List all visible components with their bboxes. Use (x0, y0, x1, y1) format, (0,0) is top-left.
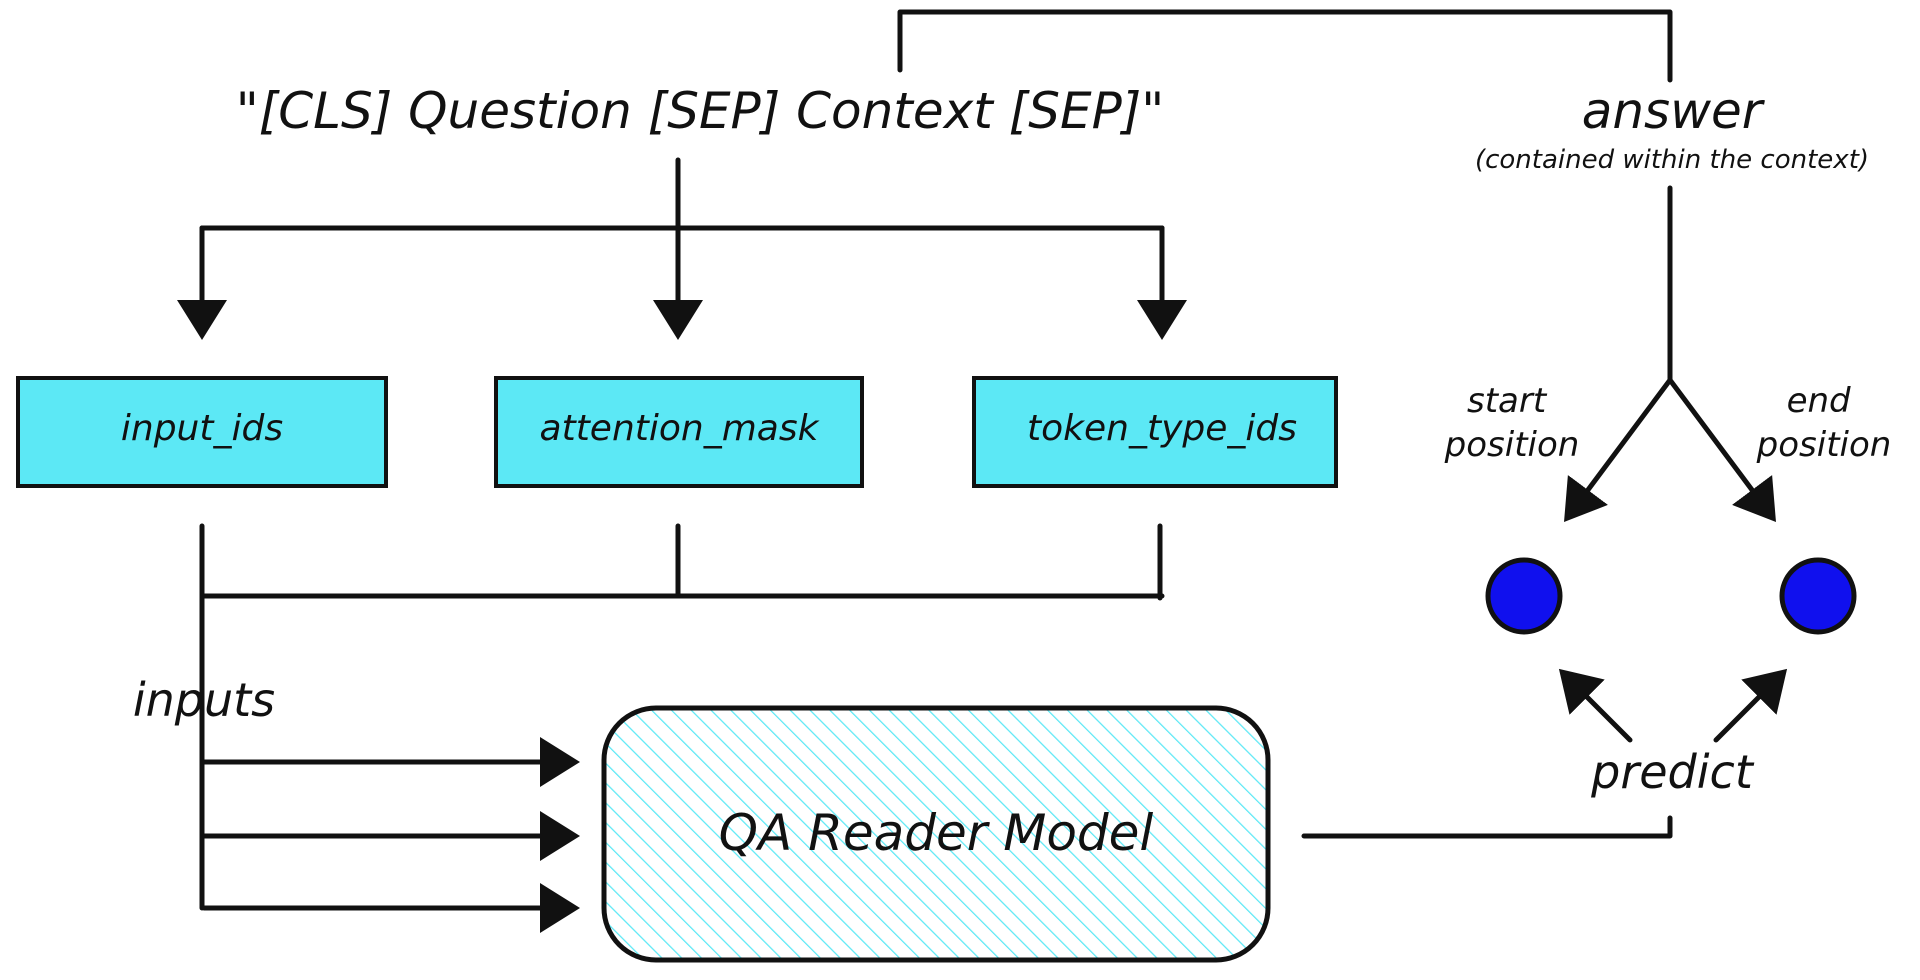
end-position-label: end position (1756, 381, 1892, 465)
input-ids-box: input_ids (16, 376, 388, 488)
input-ids-label: input_ids (121, 408, 283, 449)
inputs-label: inputs (133, 673, 275, 727)
attention-mask-box: attention_mask (494, 376, 864, 488)
fork-arrow-end (1667, 377, 1776, 523)
start-position-dot (1485, 557, 1563, 635)
input-string: "[CLS] Question [SEP] Context [SEP]" (236, 82, 1164, 140)
predict-arrow-end (1713, 668, 1788, 743)
start-position-line-1: start (1467, 381, 1548, 421)
attention-mask-label: attention_mask (540, 408, 821, 449)
start-position-label: start position (1444, 381, 1580, 465)
token-type-ids-label: token_type_ids (1027, 408, 1297, 449)
fork-arrow-start (1564, 377, 1673, 523)
qa-reader-model-box: QA Reader Model (601, 705, 1271, 963)
token-type-ids-box: token_type_ids (972, 376, 1338, 488)
start-position-line-2: position (1444, 425, 1580, 465)
end-position-line-2: position (1756, 425, 1892, 465)
string-to-answer-line (897, 9, 1673, 83)
qa-reader-model-label: QA Reader Model (719, 804, 1154, 862)
predict-arrow-start (1558, 668, 1633, 743)
end-position-dot (1779, 557, 1857, 635)
answer-title: answer (1582, 82, 1766, 140)
end-position-line-1: end (1787, 381, 1851, 421)
answer-subtitle: (contained within the context) (1475, 145, 1869, 175)
predict-label: predict (1590, 745, 1755, 799)
model-to-predict-line (1301, 815, 1673, 839)
